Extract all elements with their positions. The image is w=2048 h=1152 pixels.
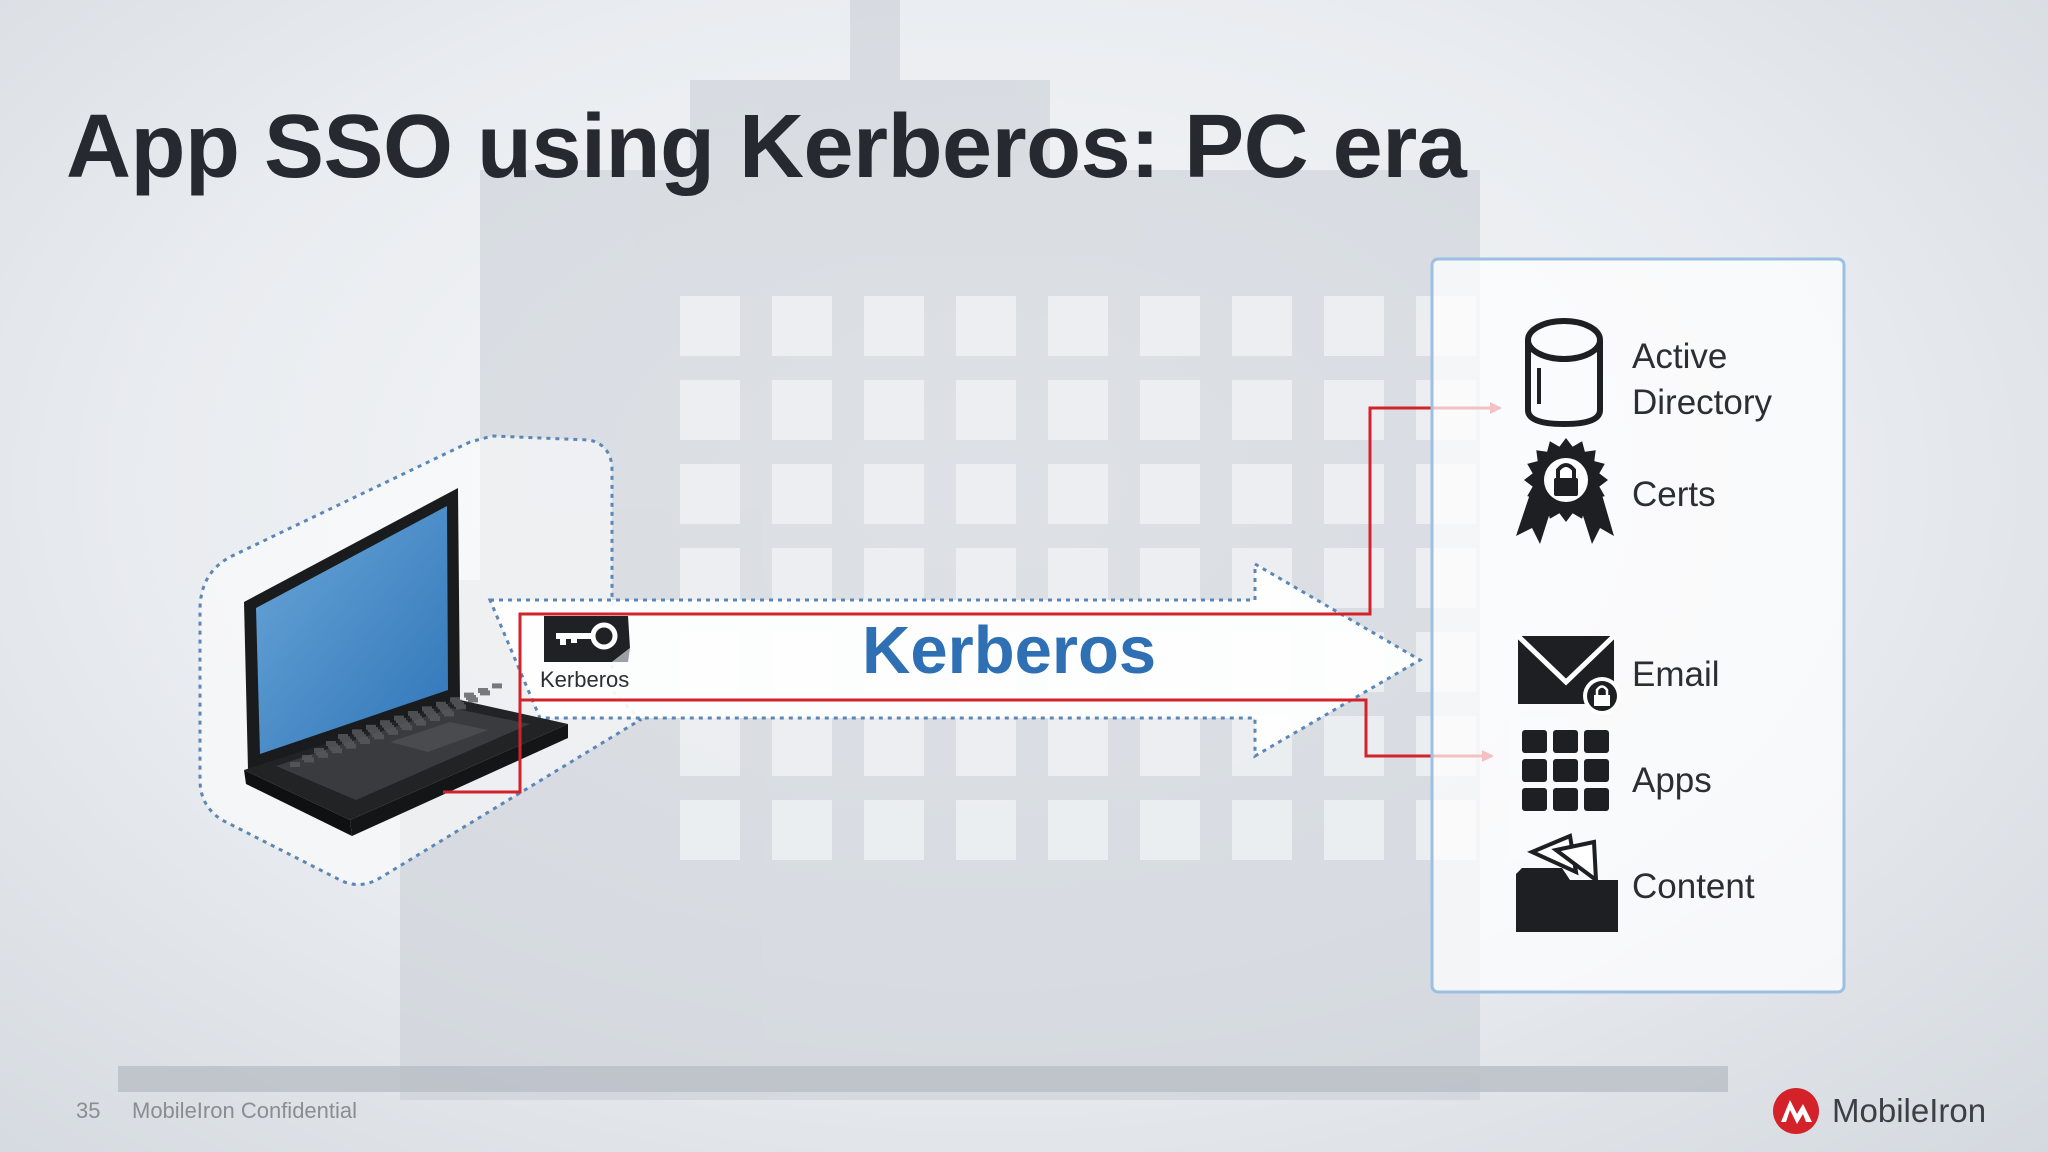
mobileiron-logo: MobileIron [1772, 1086, 2002, 1136]
key-caption: Kerberos [540, 667, 630, 692]
label-active-directory: Active Directory [1632, 334, 1802, 426]
confidential-notice: MobileIron Confidential [132, 1098, 358, 1123]
slide-title: App SSO using Kerberos: PC era [66, 97, 1467, 197]
mobileiron-logo-icon [1773, 1088, 1819, 1134]
label-content: Content [1632, 867, 1755, 906]
kerberos-banner-label: Kerberos [862, 613, 1157, 688]
database-icon [1525, 318, 1603, 428]
certificate-badge-icon [1516, 438, 1614, 544]
kerberos-arrow-shape [487, 561, 1423, 759]
folder-icon [1516, 833, 1618, 932]
apps-grid-icon [1522, 730, 1609, 811]
locked-email-icon [1516, 634, 1621, 715]
label-certs: Certs [1632, 475, 1716, 514]
laptop-icon [244, 488, 568, 836]
label-email: Email [1632, 655, 1720, 694]
key-icon [544, 616, 630, 662]
page-number: 35 [76, 1098, 101, 1123]
brand-name: MobileIron [1832, 1092, 1987, 1129]
label-apps: Apps [1632, 761, 1712, 800]
label-active: Active Directory [1632, 337, 1773, 422]
auth-connector-lines [443, 402, 1502, 794]
